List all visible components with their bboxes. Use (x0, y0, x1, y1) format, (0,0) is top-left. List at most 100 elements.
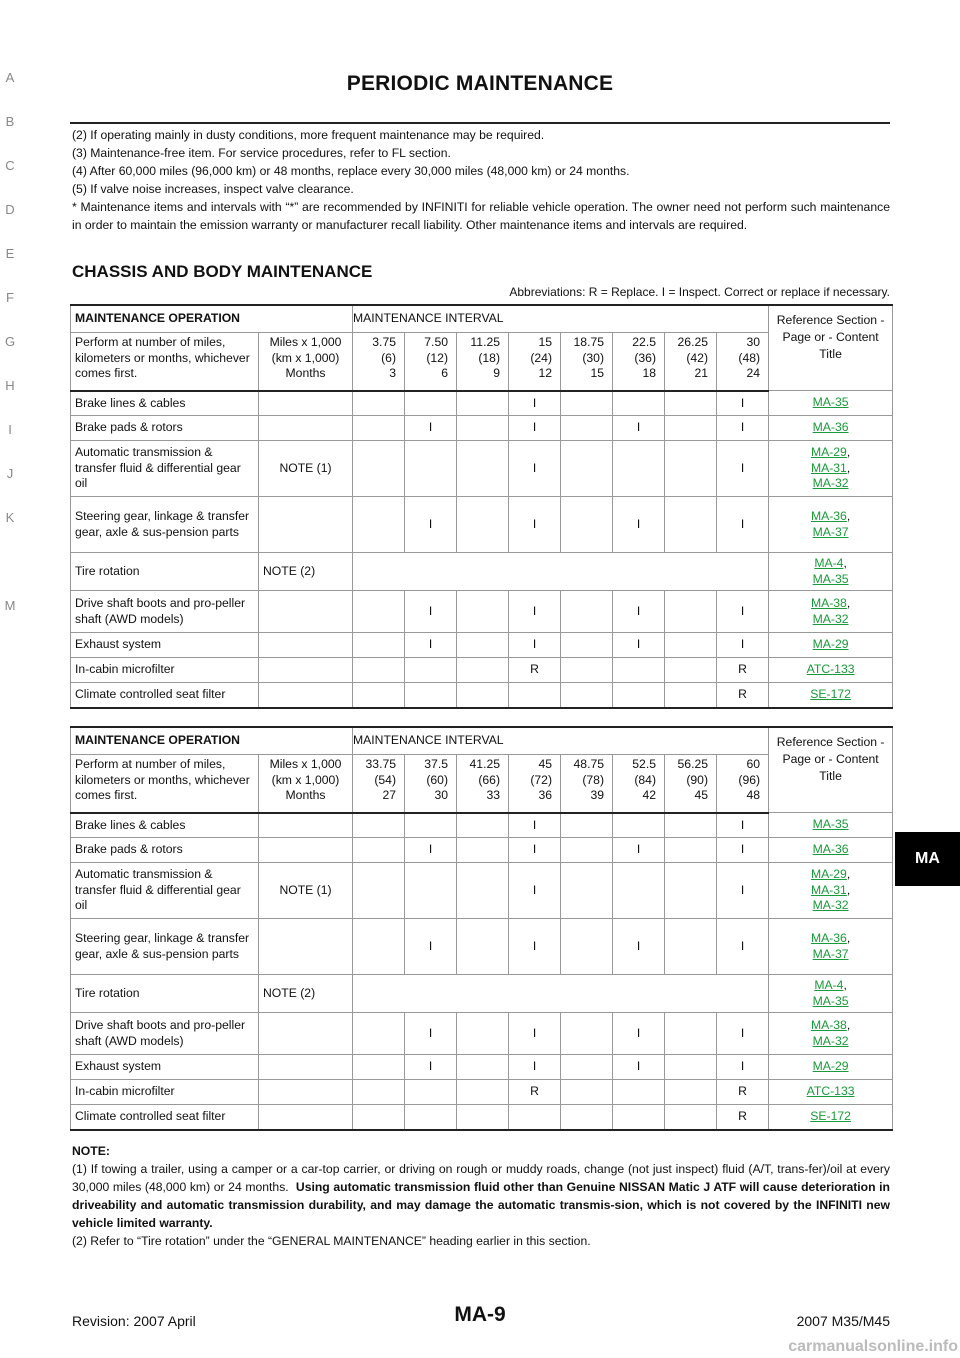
interval-months: 15 (590, 366, 605, 380)
interval-mark (404, 812, 458, 838)
reference-link[interactable]: MA-4 (814, 978, 844, 992)
interval-mark (508, 682, 562, 709)
interval-mark: I (716, 862, 770, 919)
operation-name: Tire rotation (70, 552, 259, 591)
interval-mark (560, 440, 614, 497)
operation-name: Brake pads & rotors (70, 415, 259, 441)
side-index-tab[interactable]: D (5, 202, 15, 217)
operation-name: Drive shaft boots and pro-peller shaft (… (70, 1012, 259, 1055)
table-row: Drive shaft boots and pro-peller shaft (… (70, 590, 894, 633)
reference-link[interactable]: MA-36 (810, 931, 847, 945)
reference-link[interactable]: MA-35 (812, 993, 849, 1008)
reference-link[interactable]: MA-37 (812, 946, 849, 961)
operation-name: Exhaust system (70, 632, 259, 658)
interval-mark-span (352, 974, 770, 1013)
reference-links: SE-172 (768, 1104, 894, 1131)
side-index-tab[interactable]: E (5, 246, 15, 261)
side-index-tab[interactable]: I (8, 422, 12, 437)
side-index-active-tab[interactable]: MA (895, 832, 960, 886)
side-index-tab[interactable]: B (5, 114, 15, 129)
interval-miles: 56.25 (677, 757, 709, 771)
side-index-tab[interactable]: C (5, 158, 15, 173)
side-index-tab[interactable]: J (6, 466, 14, 481)
interval-mark (664, 415, 718, 441)
side-index-tab[interactable]: G (4, 334, 16, 349)
reference-link[interactable]: MA-4 (814, 556, 844, 570)
note-line: (3) Maintenance-free item. For service p… (72, 146, 451, 160)
reference-link[interactable]: MA-29 (810, 445, 847, 460)
reference-link[interactable]: MA-29 (812, 637, 849, 652)
reference-link[interactable]: MA-37 (812, 524, 849, 539)
interval-miles: 22.5 (632, 335, 657, 349)
reference-link[interactable]: MA-32 (812, 1033, 849, 1048)
reference-link[interactable]: MA-32 (812, 898, 849, 913)
interval-km: (12) (426, 350, 449, 365)
side-index-tab[interactable]: M (4, 598, 16, 613)
reference-link[interactable]: MA-29 (812, 1059, 849, 1074)
interval-miles: 11.25 (470, 335, 501, 349)
interval-mark (664, 1012, 718, 1055)
reference-link[interactable]: MA-38 (810, 1018, 847, 1032)
interval-mark: I (716, 390, 770, 416)
reference-link[interactable]: MA-35 (812, 395, 849, 410)
interval-mark: I (716, 837, 770, 863)
interval-header: 33.75(54)27 (352, 754, 406, 814)
reference-link[interactable]: MA-36 (810, 509, 847, 523)
operation-note (257, 682, 354, 709)
reference-link[interactable]: MA-35 (812, 571, 849, 586)
interval-header: 18.75(30)15 (560, 332, 614, 392)
reference-links: MA-36 (768, 837, 894, 863)
reference-link[interactable]: MA-31 (810, 882, 847, 897)
operation-name: Drive shaft boots and pro-peller shaft (… (70, 590, 259, 633)
reference-link[interactable]: SE-172 (810, 687, 851, 701)
side-index-tab[interactable]: F (6, 290, 14, 305)
interval-mark (664, 440, 718, 497)
interval-mark (664, 918, 718, 975)
interval-mark: I (716, 440, 770, 497)
side-index-tab[interactable]: H (5, 378, 15, 393)
interval-miles: 33.75 (365, 757, 397, 771)
interval-mark: I (508, 862, 562, 919)
operation-note (257, 1104, 354, 1131)
side-index-tab[interactable]: K (5, 510, 15, 525)
operation-name: Steering gear, linkage & transfer gear, … (70, 496, 259, 553)
interval-months: 45 (694, 788, 709, 802)
reference-link[interactable]: MA-36 (812, 420, 849, 435)
reference-link[interactable]: MA-36 (812, 842, 849, 857)
side-index-tab[interactable]: A (5, 70, 15, 85)
reference-link[interactable]: MA-32 (812, 611, 849, 626)
operation-note (257, 1054, 354, 1080)
reference-link[interactable]: ATC-133 (806, 1084, 855, 1099)
interval-header: 52.5(84)42 (612, 754, 666, 814)
interval-miles: 60 (746, 757, 761, 771)
interval-km: (66) (478, 772, 501, 787)
reference-link[interactable]: MA-38 (810, 596, 847, 610)
interval-mark (352, 590, 406, 633)
table-row: Steering gear, linkage & transfer gear, … (70, 918, 894, 975)
footnote-heading: NOTE: (72, 1144, 110, 1158)
interval-mark (404, 862, 458, 919)
interval-mark: R (508, 657, 562, 683)
interval-mark: I (716, 1012, 770, 1055)
reference-link[interactable]: ATC-133 (806, 662, 855, 677)
operation-name: Brake lines & cables (70, 390, 259, 416)
interval-mark (456, 682, 510, 709)
interval-mark: I (508, 918, 562, 975)
reference-link[interactable]: MA-32 (812, 476, 849, 491)
reference-link[interactable]: MA-29 (810, 867, 847, 882)
units-label: Miles x 1,000 (km x 1,000) Months (257, 754, 354, 814)
page-title: PERIODIC MAINTENANCE (346, 72, 614, 95)
reference-separator: , (846, 867, 851, 882)
interval-mark (352, 1054, 406, 1080)
reference-links: MA-29 (768, 1054, 894, 1080)
reference-link[interactable]: MA-35 (812, 817, 849, 832)
interval-mark (352, 632, 406, 658)
interval-mark: I (508, 837, 562, 863)
footnote-1-warning: Using automatic transmission fluid other… (72, 1180, 890, 1230)
reference-link[interactable]: SE-172 (810, 1109, 851, 1123)
reference-link[interactable]: MA-31 (810, 460, 847, 475)
